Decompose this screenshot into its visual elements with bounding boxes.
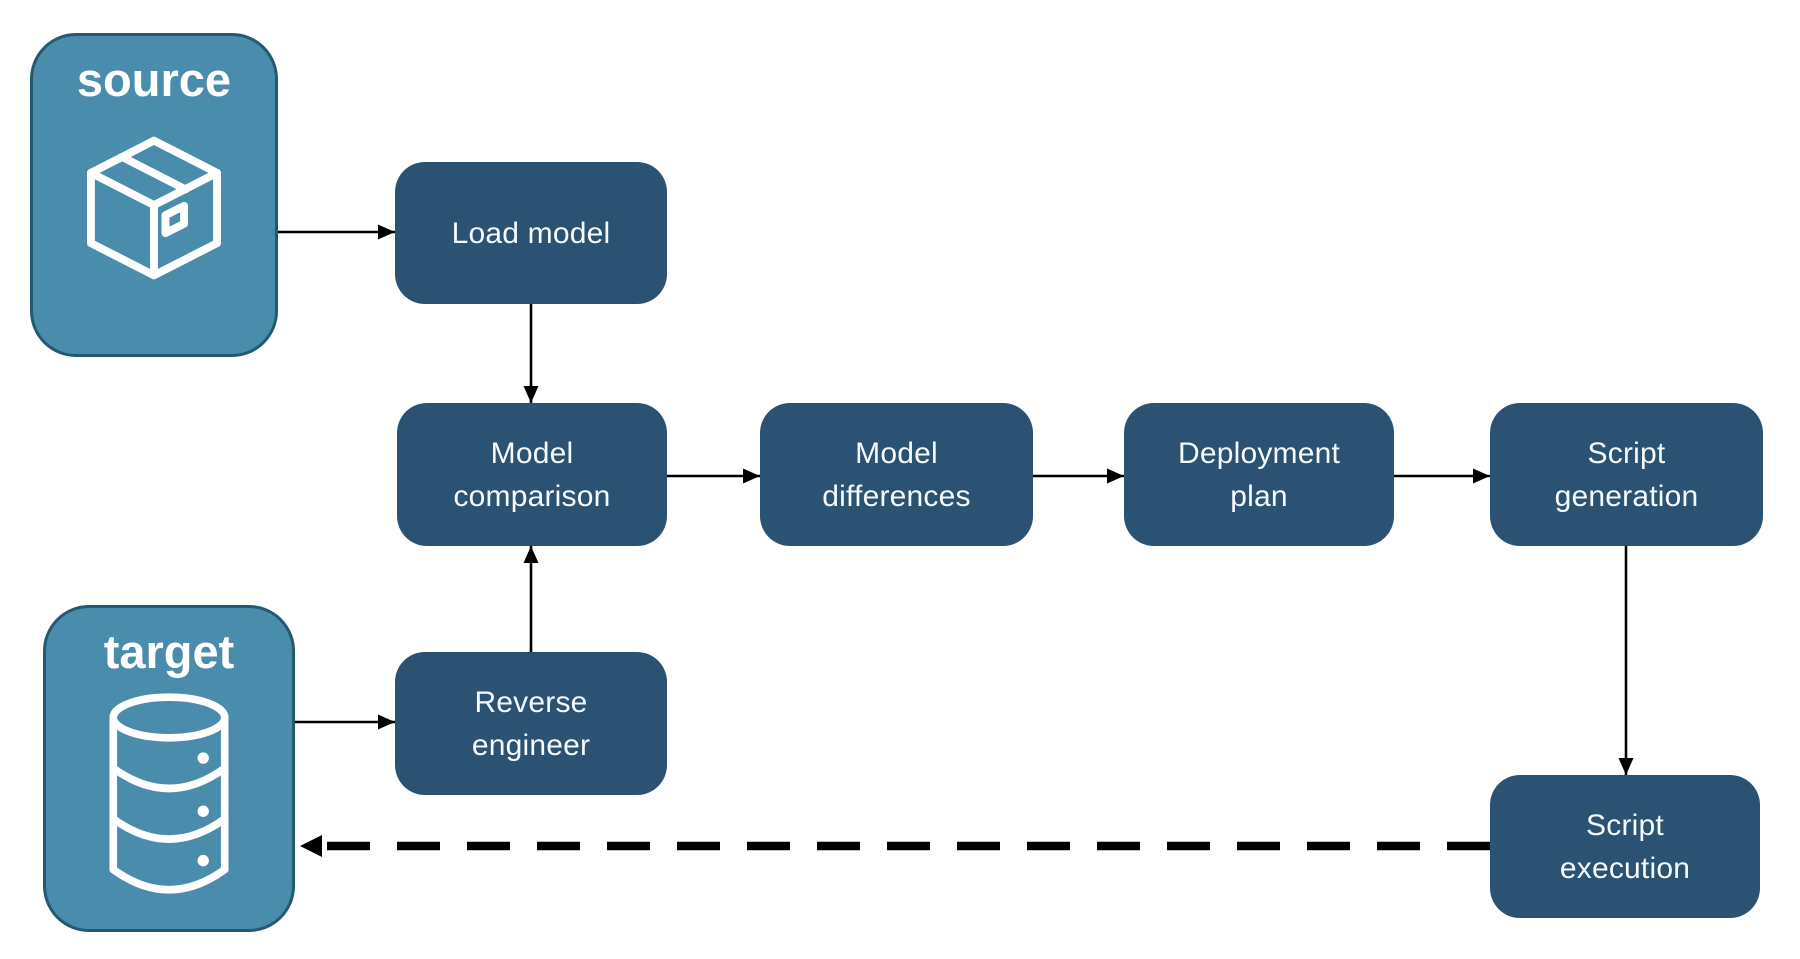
node-load-model: Load model	[395, 162, 667, 304]
database-icon	[109, 693, 229, 894]
node-script-generation: Script generation	[1490, 403, 1763, 546]
node-script-execution: Script execution	[1490, 775, 1760, 918]
node-reverse-engineer: Reverse engineer	[395, 652, 667, 795]
node-deployment-plan: Deployment plan	[1124, 403, 1394, 546]
target-label: target	[103, 625, 235, 678]
endpoint-source: source	[30, 33, 278, 357]
endpoint-target: target	[43, 605, 295, 932]
node-model-comparison: Model comparison	[397, 403, 667, 546]
package-icon	[86, 136, 222, 280]
source-label: source	[76, 53, 232, 106]
node-model-differences: Model differences	[760, 403, 1033, 546]
